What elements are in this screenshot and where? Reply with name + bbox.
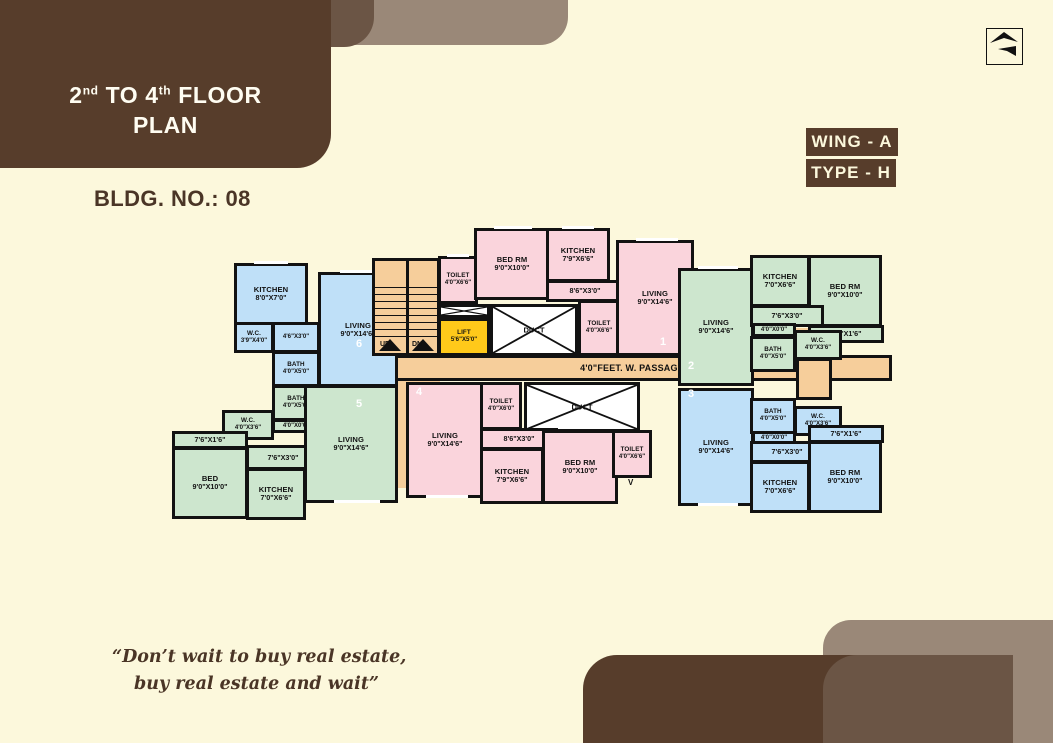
unit-number-6: 6 — [356, 338, 363, 350]
room-toilet-unit1: TOILET 4'0"X6'6" — [438, 256, 478, 304]
type-badge: TYPE - H — [806, 159, 896, 187]
room-kitchen-unit4: KITCHEN 7'9"X6'6" — [480, 448, 544, 504]
room-living-unit6: LIVING 9'0"X14'6" — [318, 272, 398, 387]
window-tick — [426, 495, 468, 498]
room-passage-strip-unit6: 4'6"X3'0" — [272, 322, 320, 353]
unit-number-5: 5 — [356, 398, 363, 410]
room-bedrm-unit1: BED RM 9'0"X10'0" — [474, 228, 550, 300]
building-number-label: BLDG. NO.: 08 — [94, 186, 251, 211]
window-tick — [340, 270, 380, 273]
unit-number-4: 4 — [416, 386, 423, 398]
room-living-unit2: LIVING 9'0"X14'6" — [678, 268, 754, 386]
quote-line-1: “Don’t wait to buy real estate, — [112, 647, 407, 667]
stair-dn-label: DN — [412, 341, 423, 348]
floor-plan-drawing: 4'0"FEET. W. PASSAGE KITCHEN 8'0"X7'0" W… — [160, 210, 900, 535]
window-tick — [698, 503, 738, 506]
window-tick — [494, 226, 532, 229]
duct-bottom: DUCT — [524, 382, 640, 432]
room-kitchen-unit3: KITCHEN 7'0"X6'6" — [750, 461, 810, 513]
unit-number-3: 3 — [688, 388, 695, 400]
title-line-2: PLAN — [132, 112, 198, 139]
room-living-unit5: LIVING 9'0"X14'6" — [304, 385, 398, 503]
stair-direction-arrows — [379, 339, 434, 351]
stair-up-label: UP — [380, 341, 390, 348]
staircase — [372, 258, 440, 356]
lift-machine-slot — [438, 304, 490, 318]
duct-label: DUCT — [571, 402, 593, 412]
stair-center-wall — [406, 261, 409, 353]
room-kitchen-unit6: KITCHEN 8'0"X7'0" — [234, 263, 308, 325]
room-kitchen-unit2: KITCHEN 7'0"X6'6" — [750, 255, 810, 307]
room-bath-unit2: BATH 4'0"X5'0" — [750, 336, 796, 372]
room-living-unit3: LIVING 9'0"X14'6" — [678, 388, 754, 506]
room-bath-unit3: BATH 4'0"X5'0" — [750, 398, 796, 434]
decor-top-left-brown — [0, 0, 331, 168]
room-bedrm-unit3: BED RM 9'0"X10'0" — [808, 441, 882, 513]
room-kitchen-unit1: KITCHEN 7'9"X6'6" — [546, 228, 610, 282]
room-toilet2-unit1: TOILET 4'0"X6'6" — [578, 300, 620, 356]
lift-shaft: LIFT 5'6"X5'0" — [438, 318, 490, 356]
north-arrow-icon — [986, 28, 1023, 65]
room-living-unit4: LIVING 9'0"X14'6" — [406, 382, 484, 498]
room-bedrm-unit4: BED RM 9'0"X10'0" — [542, 430, 618, 504]
page-title: 2nd TO 4th FLOOR PLAN — [0, 80, 331, 141]
window-tick — [447, 254, 469, 257]
window-tick — [636, 238, 678, 241]
unit-number-1: 1 — [660, 336, 667, 348]
shaft-connector — [796, 358, 832, 400]
room-wc-unit2: W.C. 4'0"X3'6" — [794, 330, 842, 360]
room-bed-unit5: BED 9'0"X10'0" — [172, 447, 248, 519]
room-passage-strip-unit1: 8'6"X3'0" — [546, 280, 624, 302]
wing-badge: WING - A — [806, 128, 898, 156]
duct-top: DUCT — [490, 304, 578, 356]
window-tick — [562, 226, 594, 229]
room-toilet-unit4: TOILET 4'0"X6'0" — [480, 382, 522, 430]
north-arrow-glyph — [990, 32, 1018, 56]
quote-line-2: buy real estate and wait” — [134, 674, 379, 695]
tagline-quote: “Don’t wait to buy real estate, buy real… — [112, 644, 452, 698]
room-bath-unit6: BATH 4'0"X5'0" — [272, 351, 320, 387]
room-opening-unit2: 4'0"X0'0" — [752, 323, 796, 337]
decor-bottom-overlap — [823, 655, 1013, 743]
window-tick — [698, 266, 738, 269]
v-marker: V — [628, 478, 634, 487]
title-line-1: 2nd TO 4th FLOOR — [69, 82, 262, 108]
unit-number-2: 2 — [688, 360, 695, 372]
room-toilet2-unit4: TOILET 4'0"X6'6" — [612, 430, 652, 478]
window-tick — [254, 261, 288, 264]
window-tick — [334, 500, 380, 503]
duct-label: DUCT — [523, 325, 545, 335]
room-wc-unit6: W.C. 3'9"X4'0" — [234, 322, 274, 353]
room-kitchen-unit5: KITCHEN 7'0"X6'6" — [246, 468, 306, 520]
